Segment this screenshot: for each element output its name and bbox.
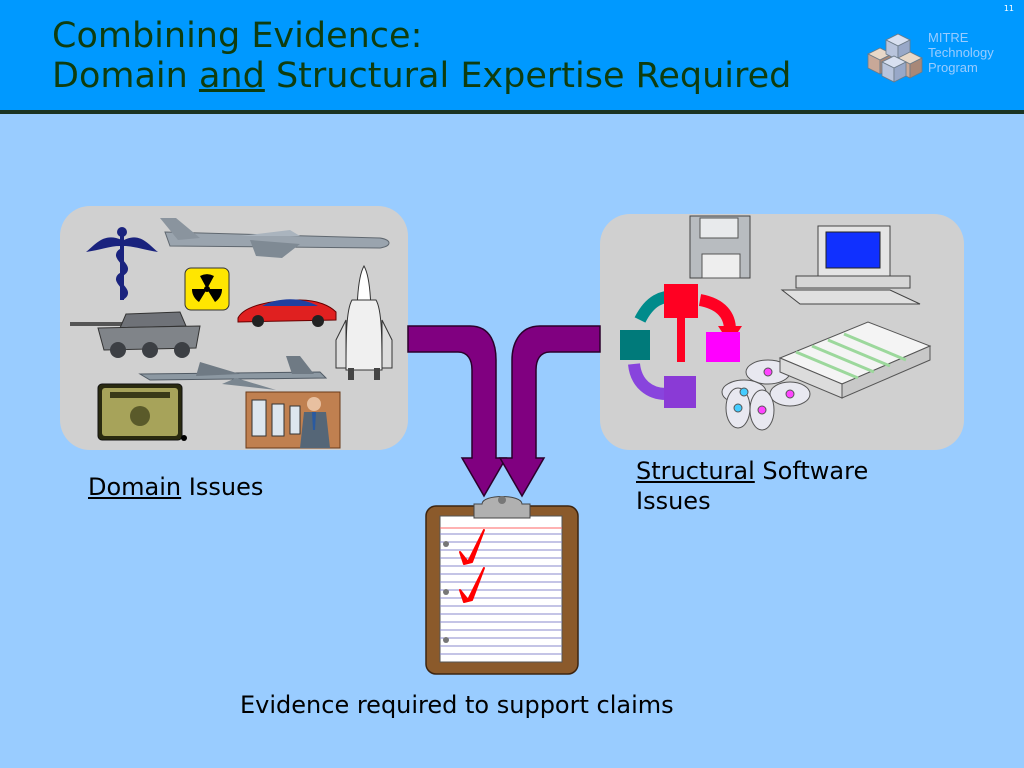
structural-issues-line-2: Issues <box>636 487 711 515</box>
clipboard-icon <box>425 496 579 675</box>
title-rest: Structural Expertise Required <box>275 56 792 96</box>
cd-stack-icon <box>721 359 811 431</box>
merge-arrows <box>407 325 601 498</box>
space-shuttle-icon <box>335 264 393 380</box>
slide-header <box>0 0 1024 110</box>
header-divider <box>0 110 1024 114</box>
computer-icon <box>780 225 921 305</box>
slide-title-line-1: Combining Evidence: <box>52 16 423 56</box>
floppy-disk-icon <box>689 215 751 279</box>
airliner-icon <box>160 218 390 258</box>
title-word-domain: Domain <box>52 56 188 96</box>
cycle-diagram-icon <box>620 284 742 408</box>
checkmark-icon <box>459 567 485 603</box>
credit-card-icon <box>97 383 187 441</box>
tank-icon <box>70 311 201 358</box>
structural-issues-label: Structural Software Issues <box>636 456 868 516</box>
structural-issues-panel <box>600 214 964 450</box>
checkmark-icon <box>459 529 485 565</box>
issues-word: Issues <box>188 473 264 501</box>
slide-number: 11 <box>1003 4 1014 13</box>
structural-issues-line-1: Structural Software <box>636 456 868 486</box>
logo-text: MITRE Technology Program <box>928 30 994 75</box>
caduceus-icon <box>86 227 158 300</box>
slide-title-line-2: Domain and Structural Expertise Required <box>52 56 791 96</box>
printout-stack-icon <box>778 321 932 399</box>
logo-text-line-1: MITRE <box>928 30 969 45</box>
logo-text-line-3: Program <box>928 60 978 75</box>
logo-text-line-2: Technology <box>928 45 994 60</box>
atm-user-icon <box>245 391 341 449</box>
domain-issues-label: Domain Issues <box>88 472 263 502</box>
title-word-and: and <box>198 56 265 96</box>
evidence-caption: Evidence required to support claims <box>240 691 674 719</box>
fighter-jet-icon <box>138 356 328 390</box>
sports-car-icon <box>237 299 337 327</box>
software-word: Software <box>762 457 869 485</box>
radiation-icon <box>184 267 230 311</box>
mitre-logo-icon <box>867 33 923 83</box>
structural-word: Structural <box>636 457 755 485</box>
domain-word: Domain <box>88 473 182 501</box>
